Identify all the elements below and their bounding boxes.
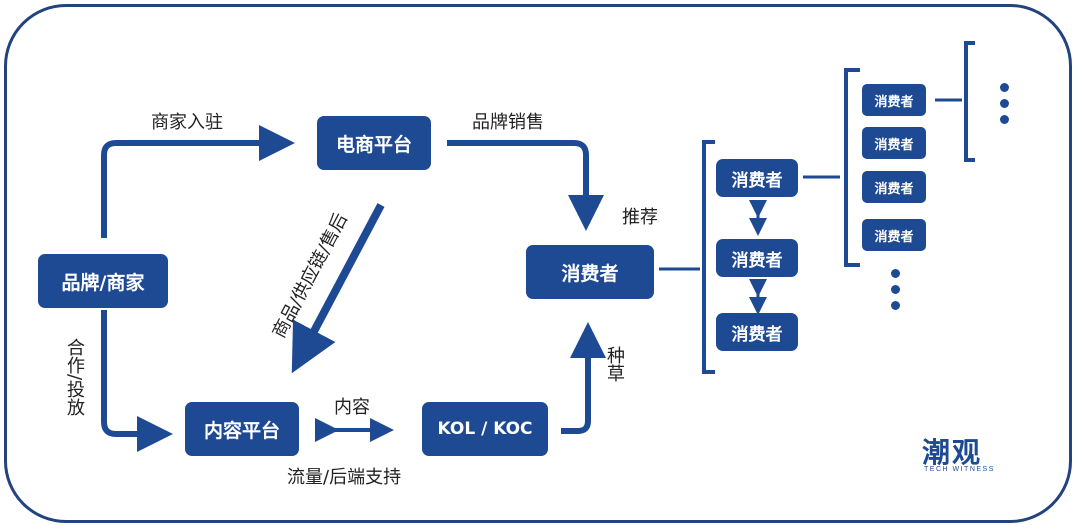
ellipsis-dot: [891, 285, 900, 294]
arrow-ecommerce-to-content: [291, 203, 385, 374]
consumer-l1-node: 消费者: [716, 159, 798, 197]
arrow-ecommerce-to-consumer: [447, 140, 604, 231]
logo-sub-text: TECH WITNESS: [924, 466, 995, 473]
arrow-brand-to-content: [101, 310, 173, 452]
label-merchant-join: 商家入驻: [151, 112, 223, 133]
consumer-main-node: 消费者: [526, 245, 654, 299]
ecommerce-node: 电商平台: [317, 116, 431, 170]
bracket-l3: [964, 41, 975, 162]
consumer-l2-node: 消费者: [862, 171, 926, 203]
ellipsis-dot: [891, 269, 900, 278]
label-recommend: 推荐: [622, 207, 658, 228]
ellipsis-dot: [891, 301, 900, 310]
consumer-l1-node: 消费者: [716, 239, 798, 277]
ellipsis-dot: [1000, 99, 1009, 108]
bracket-l1: [702, 140, 715, 374]
label-brand-sales: 品牌销售: [472, 112, 544, 133]
label-traffic-support: 流量/后端支持: [287, 467, 402, 488]
consumer-l2-node: 消费者: [862, 127, 926, 159]
arrow-brand-to-ecommerce: [101, 125, 295, 238]
consumer-l2-node: 消费者: [862, 219, 926, 251]
arrow-kol-to-consumer: [561, 322, 606, 434]
tech-witness-logo: 潮观 TECH WITNESS: [922, 431, 1012, 481]
consumer-l1-node: 消费者: [716, 313, 798, 351]
logo-main-text: 潮观: [922, 436, 983, 469]
consumer-l2-node: 消费者: [862, 84, 926, 116]
ellipsis-dot: [1000, 115, 1009, 124]
label-cooperate: 合作/投放: [64, 338, 85, 417]
label-seed: 种草: [604, 346, 625, 382]
content-platform-node: 内容平台: [185, 402, 299, 456]
kol-koc-node: KOL / KOC: [422, 402, 548, 456]
label-content: 内容: [334, 397, 370, 418]
ellipsis-dot: [1000, 83, 1009, 92]
diagram-frame: [4, 4, 1072, 523]
bracket-l2: [844, 68, 860, 267]
brand-node: 品牌/商家: [38, 254, 168, 308]
